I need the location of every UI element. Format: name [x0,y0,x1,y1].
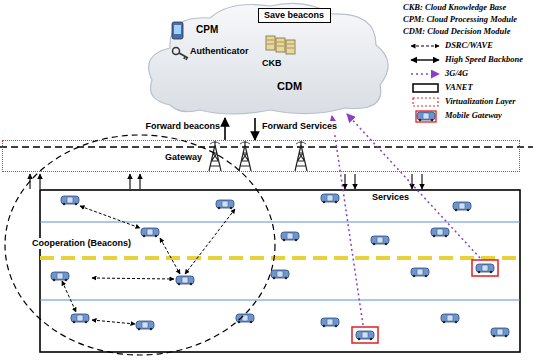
lane-line [40,300,520,301]
car-icon [441,314,459,323]
car-icon [356,331,374,340]
flow-label: Services [372,192,409,203]
legend-text: Mobile Gateway [445,110,502,121]
service-arrows [345,174,422,189]
car-icon [271,270,289,279]
car-icon [371,236,389,245]
edge-label: Forward beacons [145,121,220,132]
edge-label: Forward Services [262,121,337,132]
node-label: Gateway [163,152,204,163]
gateway-tower [295,141,307,171]
storage-box: Save beacons [258,8,331,23]
car-icon [176,276,194,285]
car-icon [136,321,154,330]
car-icon [417,112,435,121]
cellular-link [347,114,480,258]
lane-line [40,222,520,223]
node-label: Cooperation (Beacons) [30,238,133,249]
car-icon [321,318,339,327]
mobile-gateway-box [352,327,378,343]
module-label: CKB [262,58,282,69]
module-label: Authenticator [190,46,249,57]
car-icon [216,200,234,209]
legend-abbreviation: CDM: Cloud Decision Module [403,26,510,37]
car-icon [411,268,429,277]
module-label: CPM [196,24,218,36]
virtualization-band: Gateway [2,140,520,172]
cloud-outline [149,3,389,114]
vanet-road [40,190,520,352]
car-icon [71,314,89,323]
backbone-line [0,146,533,148]
legend-text: VANET [445,82,473,93]
car-icon [476,264,494,273]
legend-samples [411,46,439,122]
flow-arrow [254,118,256,140]
legend-abbreviation: CPM: Cloud Processing Module [403,14,517,25]
mobile-gateway-box [472,260,498,276]
server-icon [266,36,295,54]
cooperation-ellipse: Cooperation (Beacons) [4,134,276,356]
cellular-link [332,116,363,325]
legend-text: High Speed Backbone [445,54,523,65]
phone-icon [172,22,183,39]
car-icon [61,196,79,205]
car-icon [51,272,69,281]
legend-text: Virtualization Layer [445,96,516,107]
vehicles [51,194,509,340]
car-icon [431,228,449,237]
legend-abbreviation: CKB: Cloud Knowledge Base [403,2,506,13]
car-icon [321,194,339,203]
car-icon [491,328,509,337]
dsrc-links [62,206,235,324]
beacon-upload-arrows [30,174,140,189]
car-icon [453,202,471,211]
node-label: CDM [277,80,302,93]
car-icon [281,232,299,241]
box-label: Save beacons [264,10,325,21]
car-icon [141,228,159,237]
key-icon [173,48,189,61]
flow-arrow [224,118,226,140]
legend-text: DSRC/WAVE [445,40,493,51]
legend-text: 3G/4G [445,68,468,79]
car-icon [236,314,254,323]
center-line [40,256,520,260]
gateway-tower [239,141,251,171]
